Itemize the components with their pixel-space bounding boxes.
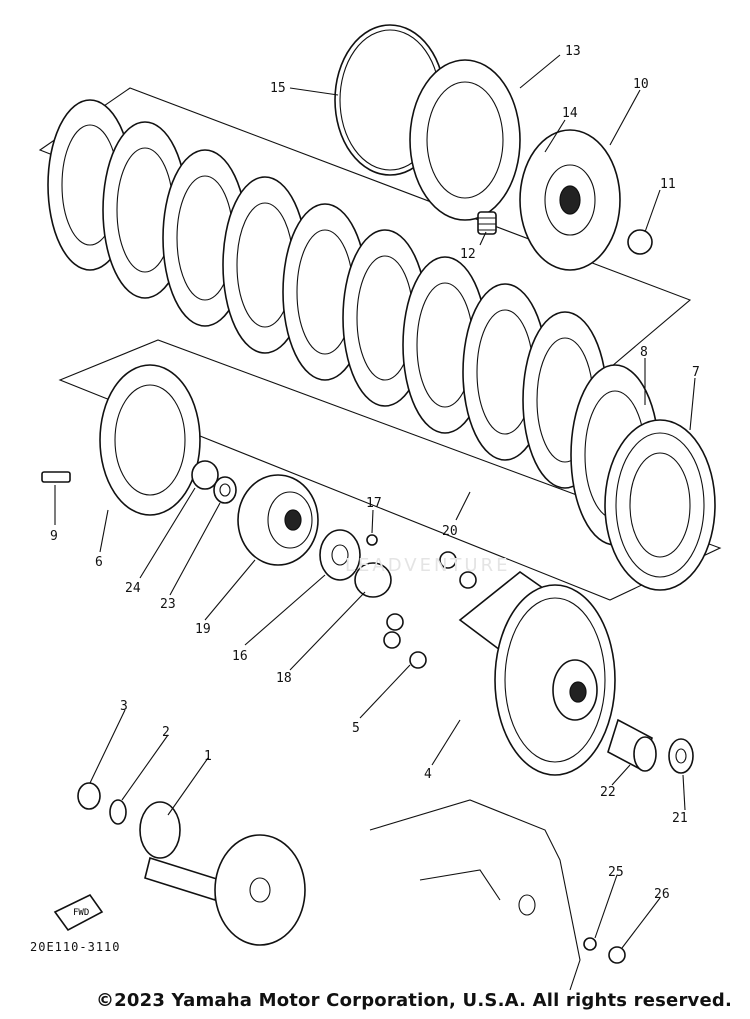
diagram-code: 20E110-3110 <box>30 940 121 954</box>
crankcase-outline <box>369 799 581 991</box>
kick-gear <box>319 529 361 581</box>
primary-driven-gear <box>237 474 319 566</box>
spacer <box>607 718 657 772</box>
lock-washer <box>109 799 127 825</box>
callout-20: 20 <box>442 524 458 539</box>
crankshaft <box>214 834 306 946</box>
callout-13: 13 <box>565 44 581 59</box>
nut <box>627 229 653 255</box>
ring <box>354 562 392 598</box>
callout-26: 26 <box>654 887 670 902</box>
callouts: 15 13 10 14 11 12 8 7 20 17 9 6 24 23 19… <box>50 44 700 902</box>
callout-23: 23 <box>160 597 176 612</box>
primary-drive-gear <box>139 801 221 902</box>
callout-17: 17 <box>366 496 382 511</box>
clutch-plate-stack <box>47 99 608 489</box>
callout-25: 25 <box>608 865 624 880</box>
callout-8: 8 <box>640 345 648 360</box>
callout-19: 19 <box>195 622 211 637</box>
fwd-arrow-icon: FWD <box>53 893 104 932</box>
washer-small <box>583 937 597 951</box>
push-plate <box>99 364 201 516</box>
callout-24: 24 <box>125 581 141 596</box>
callout-4: 4 <box>424 767 432 782</box>
callout-5: 5 <box>352 721 360 736</box>
callout-7: 7 <box>692 365 700 380</box>
friction-plate <box>570 364 716 591</box>
clutch-boss <box>519 129 621 271</box>
fwd-label: FWD <box>73 908 89 918</box>
callout-18: 18 <box>276 671 292 686</box>
callout-6: 6 <box>95 555 103 570</box>
clip <box>366 534 378 546</box>
callout-21: 21 <box>672 811 688 826</box>
callout-14: 14 <box>562 106 578 121</box>
copyright-notice: ©2023 Yamaha Motor Corporation, U.S.A. A… <box>95 990 732 1011</box>
callout-15: 15 <box>270 81 286 96</box>
callout-2: 2 <box>162 725 170 740</box>
callout-3: 3 <box>120 699 128 714</box>
callout-10: 10 <box>633 77 649 92</box>
washer <box>213 476 237 504</box>
bolt-small <box>608 946 626 964</box>
clutch-housing <box>458 571 616 776</box>
bolt <box>41 471 71 483</box>
leader-lines <box>54 54 696 949</box>
callout-12: 12 <box>460 247 476 262</box>
callout-11: 11 <box>660 177 676 192</box>
callout-22: 22 <box>600 785 616 800</box>
callout-1: 1 <box>204 749 212 764</box>
thrust-washer <box>668 738 694 774</box>
clutch-spring <box>477 211 497 235</box>
watermark: LEADVENTURE <box>345 555 511 576</box>
callout-9: 9 <box>50 529 58 544</box>
pressure-plate <box>409 59 521 221</box>
nut-lower <box>77 782 101 810</box>
bearing <box>191 460 219 490</box>
balls <box>383 551 477 669</box>
callout-16: 16 <box>232 649 248 664</box>
plate-stack-outline-lower <box>58 339 722 601</box>
